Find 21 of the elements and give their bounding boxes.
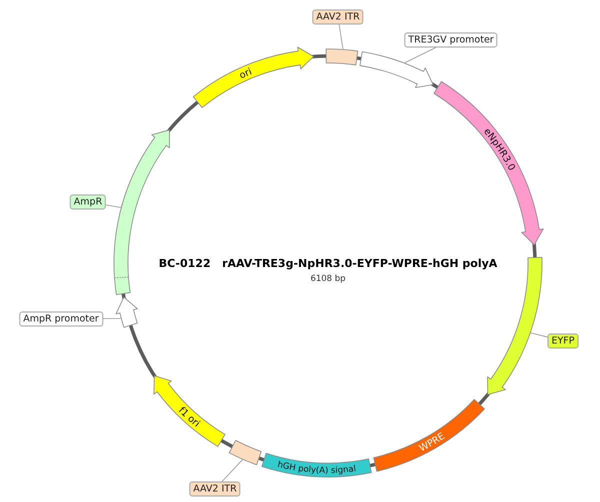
feature-label: AAV2 ITR: [312, 10, 364, 24]
feature-block: [326, 48, 358, 66]
feature-arc: [360, 51, 434, 88]
leader-line: [102, 318, 122, 320]
leader-line: [338, 24, 344, 50]
plasmid-title: BC-0122 rAAV-TRE3g-NpHR3.0-EYFP-WPRE-hGH polyA: [158, 257, 498, 270]
leader-line: [404, 47, 436, 64]
feature-name: hGH poly(A) signal: [276, 460, 357, 476]
feature-name: f1 ori: [176, 405, 202, 430]
feature-label: EYFP: [548, 334, 578, 348]
leader-line: [222, 459, 243, 482]
feature-label: AAV2 ITR: [189, 482, 241, 496]
feature-block: [228, 440, 262, 466]
leader-line: [530, 332, 548, 338]
leader-line: [106, 204, 122, 208]
feature-label: TRE3GV promoter: [404, 32, 498, 48]
plasmid-size: 6108 bp: [310, 274, 346, 284]
feature-name: ori: [238, 66, 254, 82]
feature-label: AmpR promoter: [19, 312, 103, 326]
feature-arc: [116, 296, 138, 328]
feature-label: AmpR: [70, 194, 106, 210]
